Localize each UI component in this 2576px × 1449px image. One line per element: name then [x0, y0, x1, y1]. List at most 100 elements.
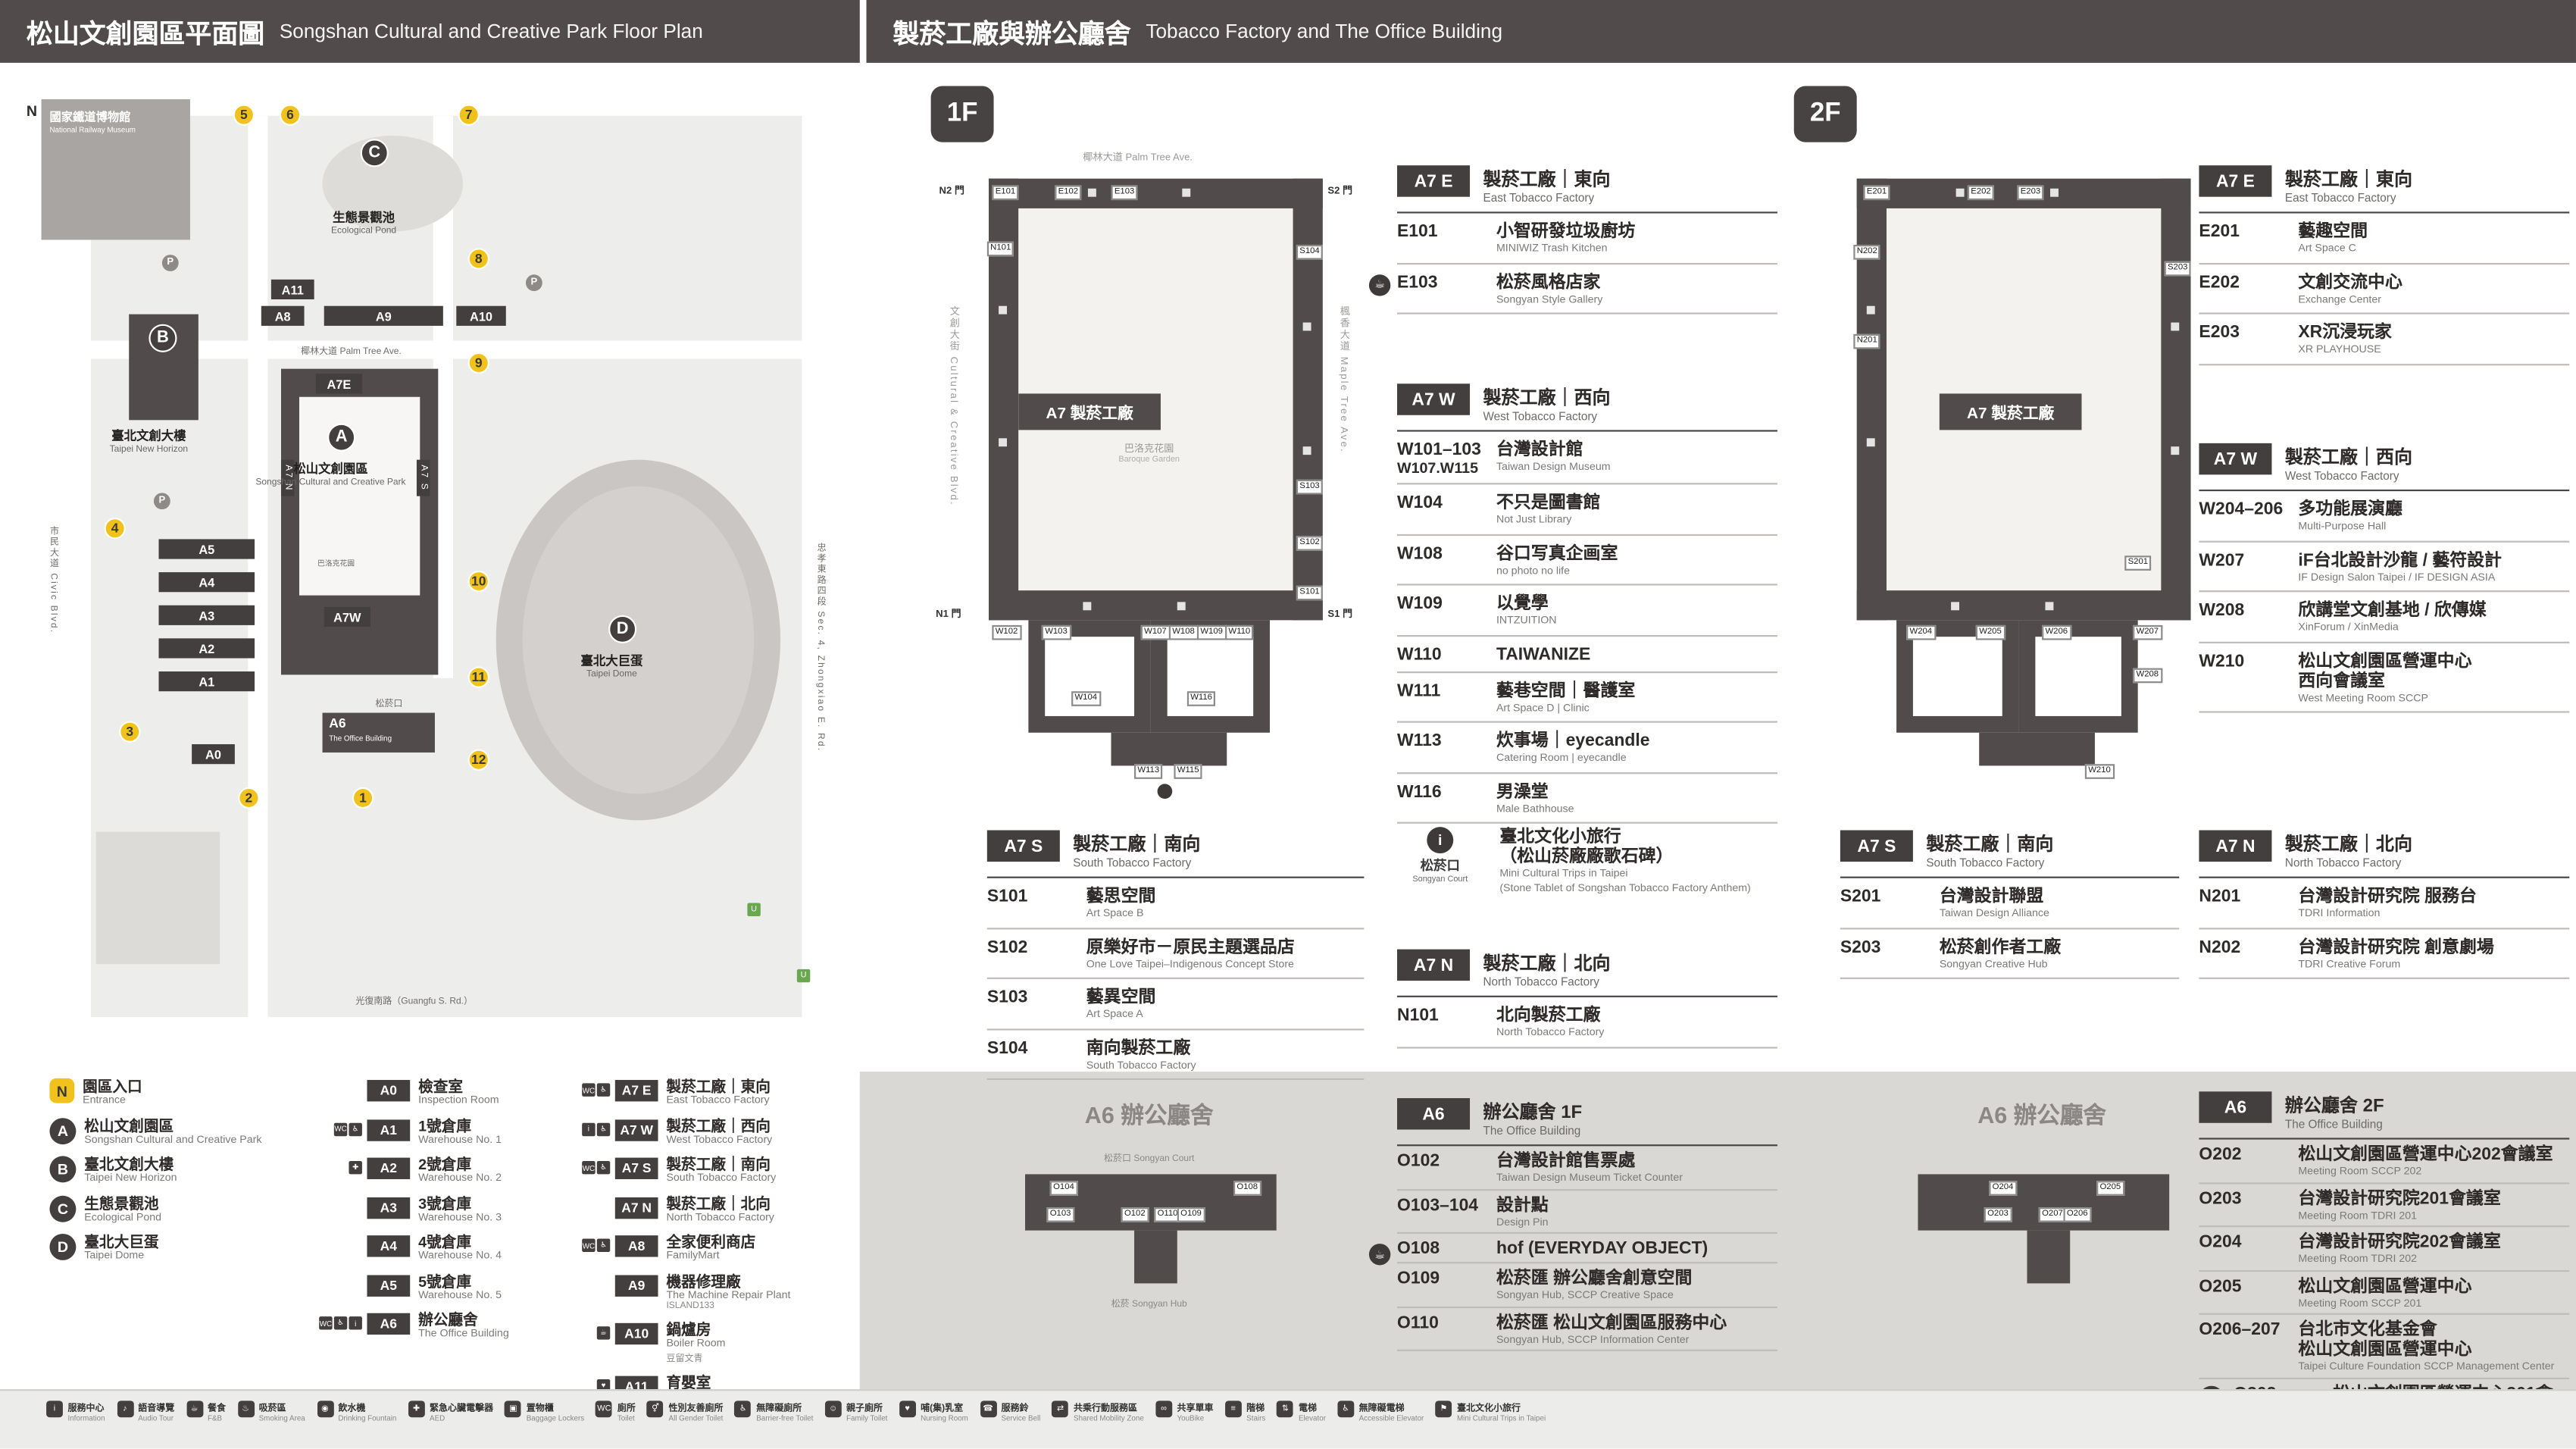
gate-label: N2 門 [939, 186, 965, 197]
facility-mini-icon: i [349, 1316, 362, 1330]
facility-mark [1302, 322, 1311, 331]
facility-icon: WC [596, 1400, 613, 1418]
wing-badge: A7 W [1397, 383, 1471, 415]
facility-icon: ♿ [734, 1400, 752, 1418]
facility-icon: ♨ [237, 1400, 255, 1418]
map-pin: B [148, 324, 177, 352]
room-tag: S201 [2124, 556, 2152, 570]
facility-mini-icon: ♥ [596, 1378, 611, 1392]
legend-mark: A0 [367, 1080, 411, 1102]
facility-mark [1302, 446, 1311, 455]
facility-mini-icon: ♿ [596, 1122, 611, 1136]
legend-mark: A2 [367, 1157, 411, 1179]
facility-mini-icons: i♿ [582, 1122, 611, 1136]
legend-mark: A3 [367, 1196, 411, 1219]
floor-badge-2f: 2F [1793, 86, 1857, 142]
room-tag: W115 [1174, 764, 1202, 778]
facility-mini-icons: ☕ [596, 1326, 611, 1340]
youbike-icon: U [796, 969, 811, 983]
facility-mark [999, 305, 1008, 315]
entrance-number: 12 [467, 749, 489, 771]
room-tag: W108 [1168, 624, 1199, 640]
map-tag-a6: A6 [329, 715, 346, 731]
wing-badge: A7 W [2199, 443, 2272, 475]
room-tag: O103 [1046, 1207, 1074, 1222]
facility-mark [2045, 602, 2054, 611]
guangfu-rd-label: 光復南路（Guangfu S. Rd.） [355, 997, 474, 1008]
room-tag: W102 [992, 624, 1021, 640]
room-tag: O102 [1121, 1207, 1149, 1222]
legend-mark: A7 S [614, 1157, 658, 1179]
a7-building-label: A7 製菸工廠 [1939, 393, 2082, 430]
map-pin: A [327, 423, 356, 452]
left-title-zh: 松山文創園區平面圖 [26, 21, 265, 50]
wing-badge: A7 E [2199, 165, 2272, 197]
south-west-block [95, 831, 220, 965]
facility-mini-icons: WC♿ [582, 1083, 611, 1097]
room-tag: W204 [1906, 624, 1936, 640]
room-tag: E102 [1055, 185, 1082, 199]
facility-icon: ☕ [186, 1400, 203, 1418]
entrance-number: 3 [119, 721, 141, 743]
room-tag: E201 [1863, 185, 1890, 199]
legend-mark: A5 [367, 1274, 411, 1296]
map-pin: D [608, 615, 637, 643]
facility-icon: ♿ [1337, 1400, 1355, 1418]
room-tag: E101 [992, 185, 1019, 199]
room-tag: S101 [1296, 585, 1324, 600]
room-list-item: ☕ O108 hof (EVERYDAY OBJECT) [1368, 1234, 1777, 1266]
facility-mark [1087, 188, 1096, 197]
facility-icon: ▣ [505, 1400, 522, 1418]
railway-museum-block: 國家鐵道博物館 National Railway Museum [41, 99, 190, 240]
entrance-number: 8 [467, 248, 489, 270]
legend-mark: A8 [614, 1235, 658, 1257]
baroque-garden-label: 巴洛克花園 [317, 559, 355, 568]
building-tag: A7W [324, 606, 370, 627]
room-tag: W210 [2084, 764, 2115, 778]
songyan-hub-label: 松菸 Songyan Hub [1111, 1300, 1187, 1310]
legend-mark: A9 [614, 1274, 658, 1296]
room-tag: W107 [1140, 624, 1171, 640]
facility-icon: ☎ [980, 1400, 996, 1418]
room-tag: N101 [986, 241, 1014, 256]
map-pin: C [360, 139, 389, 167]
entrance-number: 11 [467, 666, 489, 688]
zhongxiao-rd-label: 忠孝東路四段 Sec. 4, Zhongxiao E. Rd. [814, 542, 825, 753]
facility-icon: ≡ [1224, 1400, 1242, 1418]
floorplan-1f: 椰林大道 Palm Tree Ave. 文創大街 Cultural & Crea… [926, 149, 1355, 818]
legend-mark: D [49, 1233, 77, 1260]
room-tag: O109 [1177, 1207, 1205, 1222]
facility-icon: ⇄ [1052, 1400, 1069, 1418]
facility-icon: ✚ [408, 1400, 425, 1418]
songyan-court-info: i 松菸口 Songyan Court 臺北文化小旅行 （松山菸廠廠歌石碑） M… [1412, 827, 1751, 894]
floor-badge-1f: 1F [930, 86, 994, 142]
room-tag: N201 [1853, 333, 1881, 349]
